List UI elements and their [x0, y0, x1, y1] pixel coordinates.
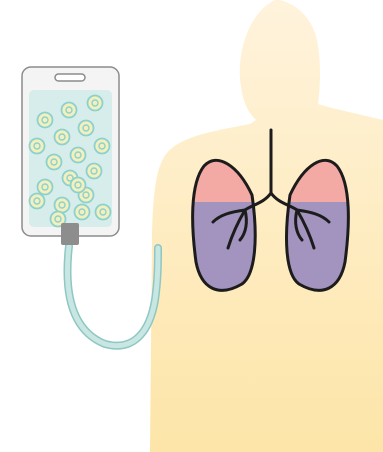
cell-icon	[62, 103, 77, 118]
cell-icon	[38, 180, 53, 195]
cell-icon	[96, 205, 111, 220]
bag-connector	[61, 223, 79, 245]
cell-icon	[47, 155, 62, 170]
cell-icon	[87, 164, 102, 179]
cell-icon	[75, 205, 90, 220]
iv-bag-icon	[22, 67, 119, 245]
cell-icon	[88, 96, 103, 111]
cell-icon	[71, 148, 86, 163]
cell-icon	[30, 139, 45, 154]
cell-icon	[95, 139, 110, 154]
cell-icon	[79, 121, 94, 136]
cell-icon	[55, 198, 70, 213]
cell-icon	[55, 130, 70, 145]
cell-icon	[71, 178, 86, 193]
cell-icon	[30, 194, 45, 209]
cell-icon	[38, 113, 53, 128]
